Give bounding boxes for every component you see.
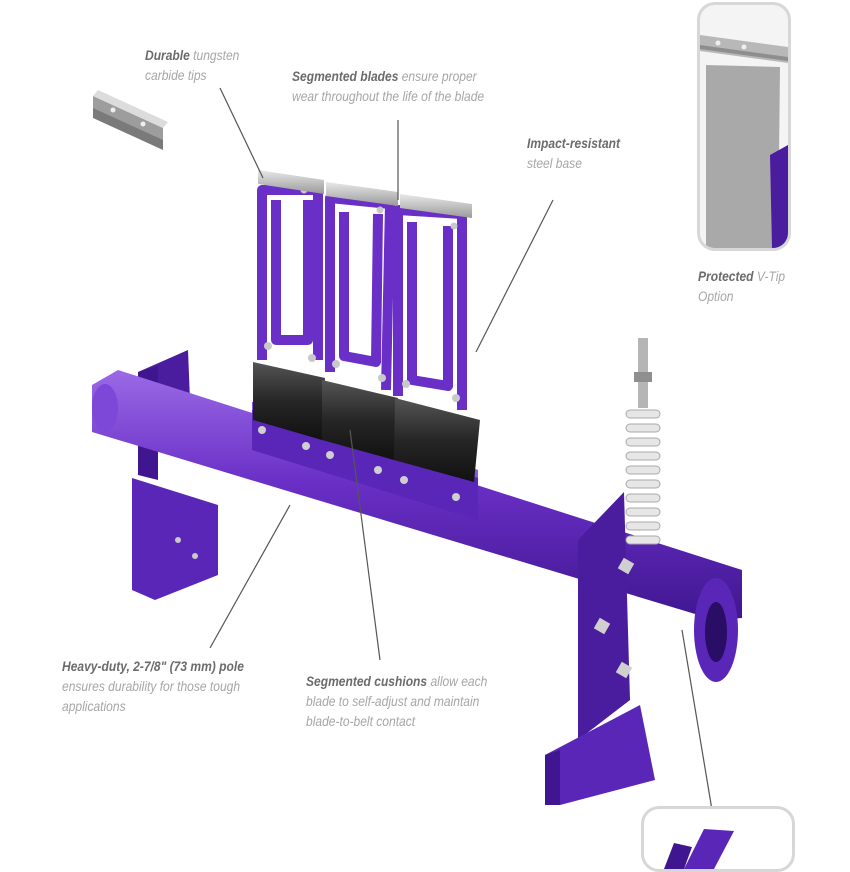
- callout-pole-line2: ensures durability for those tough: [62, 678, 241, 694]
- segmented-cushions: [253, 362, 480, 482]
- callout-impact-line2: steel base: [527, 155, 582, 171]
- callout-pole-bold: Heavy-duty, 2-7/8" (73 mm) pole: [62, 658, 244, 674]
- callout-blades-line2: wear throughout the life of the blade: [292, 88, 485, 104]
- cleaner-diagram: [92, 87, 742, 811]
- secondary-inset: [641, 806, 795, 872]
- callout-protected-bold: Protected: [698, 268, 754, 284]
- callout-protected-line2: Option: [698, 288, 734, 304]
- callout-durable-line2: carbide tips: [145, 67, 207, 83]
- leader-lines: [209, 87, 713, 811]
- callout-segmented-cushions: Segmented cushions allow each blade to s…: [306, 671, 487, 731]
- callout-segmented-blades: Segmented blades ensure proper wear thro…: [292, 66, 484, 106]
- v-tip-illustration: [700, 35, 788, 248]
- v-tip-inset: [697, 2, 791, 251]
- callout-durable-text: tungsten: [189, 47, 240, 63]
- carbide-tips: [258, 170, 472, 218]
- callout-cushions-text: allow each: [427, 673, 488, 689]
- callout-impact-resistant: Impact-resistant steel base: [527, 133, 620, 173]
- callout-cushions-line3: blade-to-belt contact: [306, 713, 416, 729]
- callout-impact-bold: Impact-resistant: [527, 135, 621, 151]
- callout-cushions-bold: Segmented cushions: [306, 673, 428, 689]
- callout-protected-text: V-Tip: [753, 268, 786, 284]
- callout-blades-bold: Segmented blades: [292, 68, 399, 84]
- right-mount-bracket: [545, 492, 655, 805]
- callout-blades-text: ensure proper: [398, 68, 477, 84]
- callout-durable: Durable tungsten carbide tips: [145, 45, 239, 85]
- callout-protected-vtip: Protected V-Tip Option: [698, 266, 785, 306]
- secondary-inset-illustration: [664, 829, 734, 869]
- callout-pole-line3: applications: [62, 698, 126, 714]
- callout-durable-bold: Durable: [145, 47, 190, 63]
- callout-cushions-line2: blade to self-adjust and maintain: [306, 693, 480, 709]
- blade-bolts: [264, 186, 460, 402]
- tension-spring: [625, 338, 661, 545]
- carbide-tip-strip: [93, 90, 168, 150]
- callout-pole: Heavy-duty, 2-7/8" (73 mm) pole ensures …: [62, 656, 244, 716]
